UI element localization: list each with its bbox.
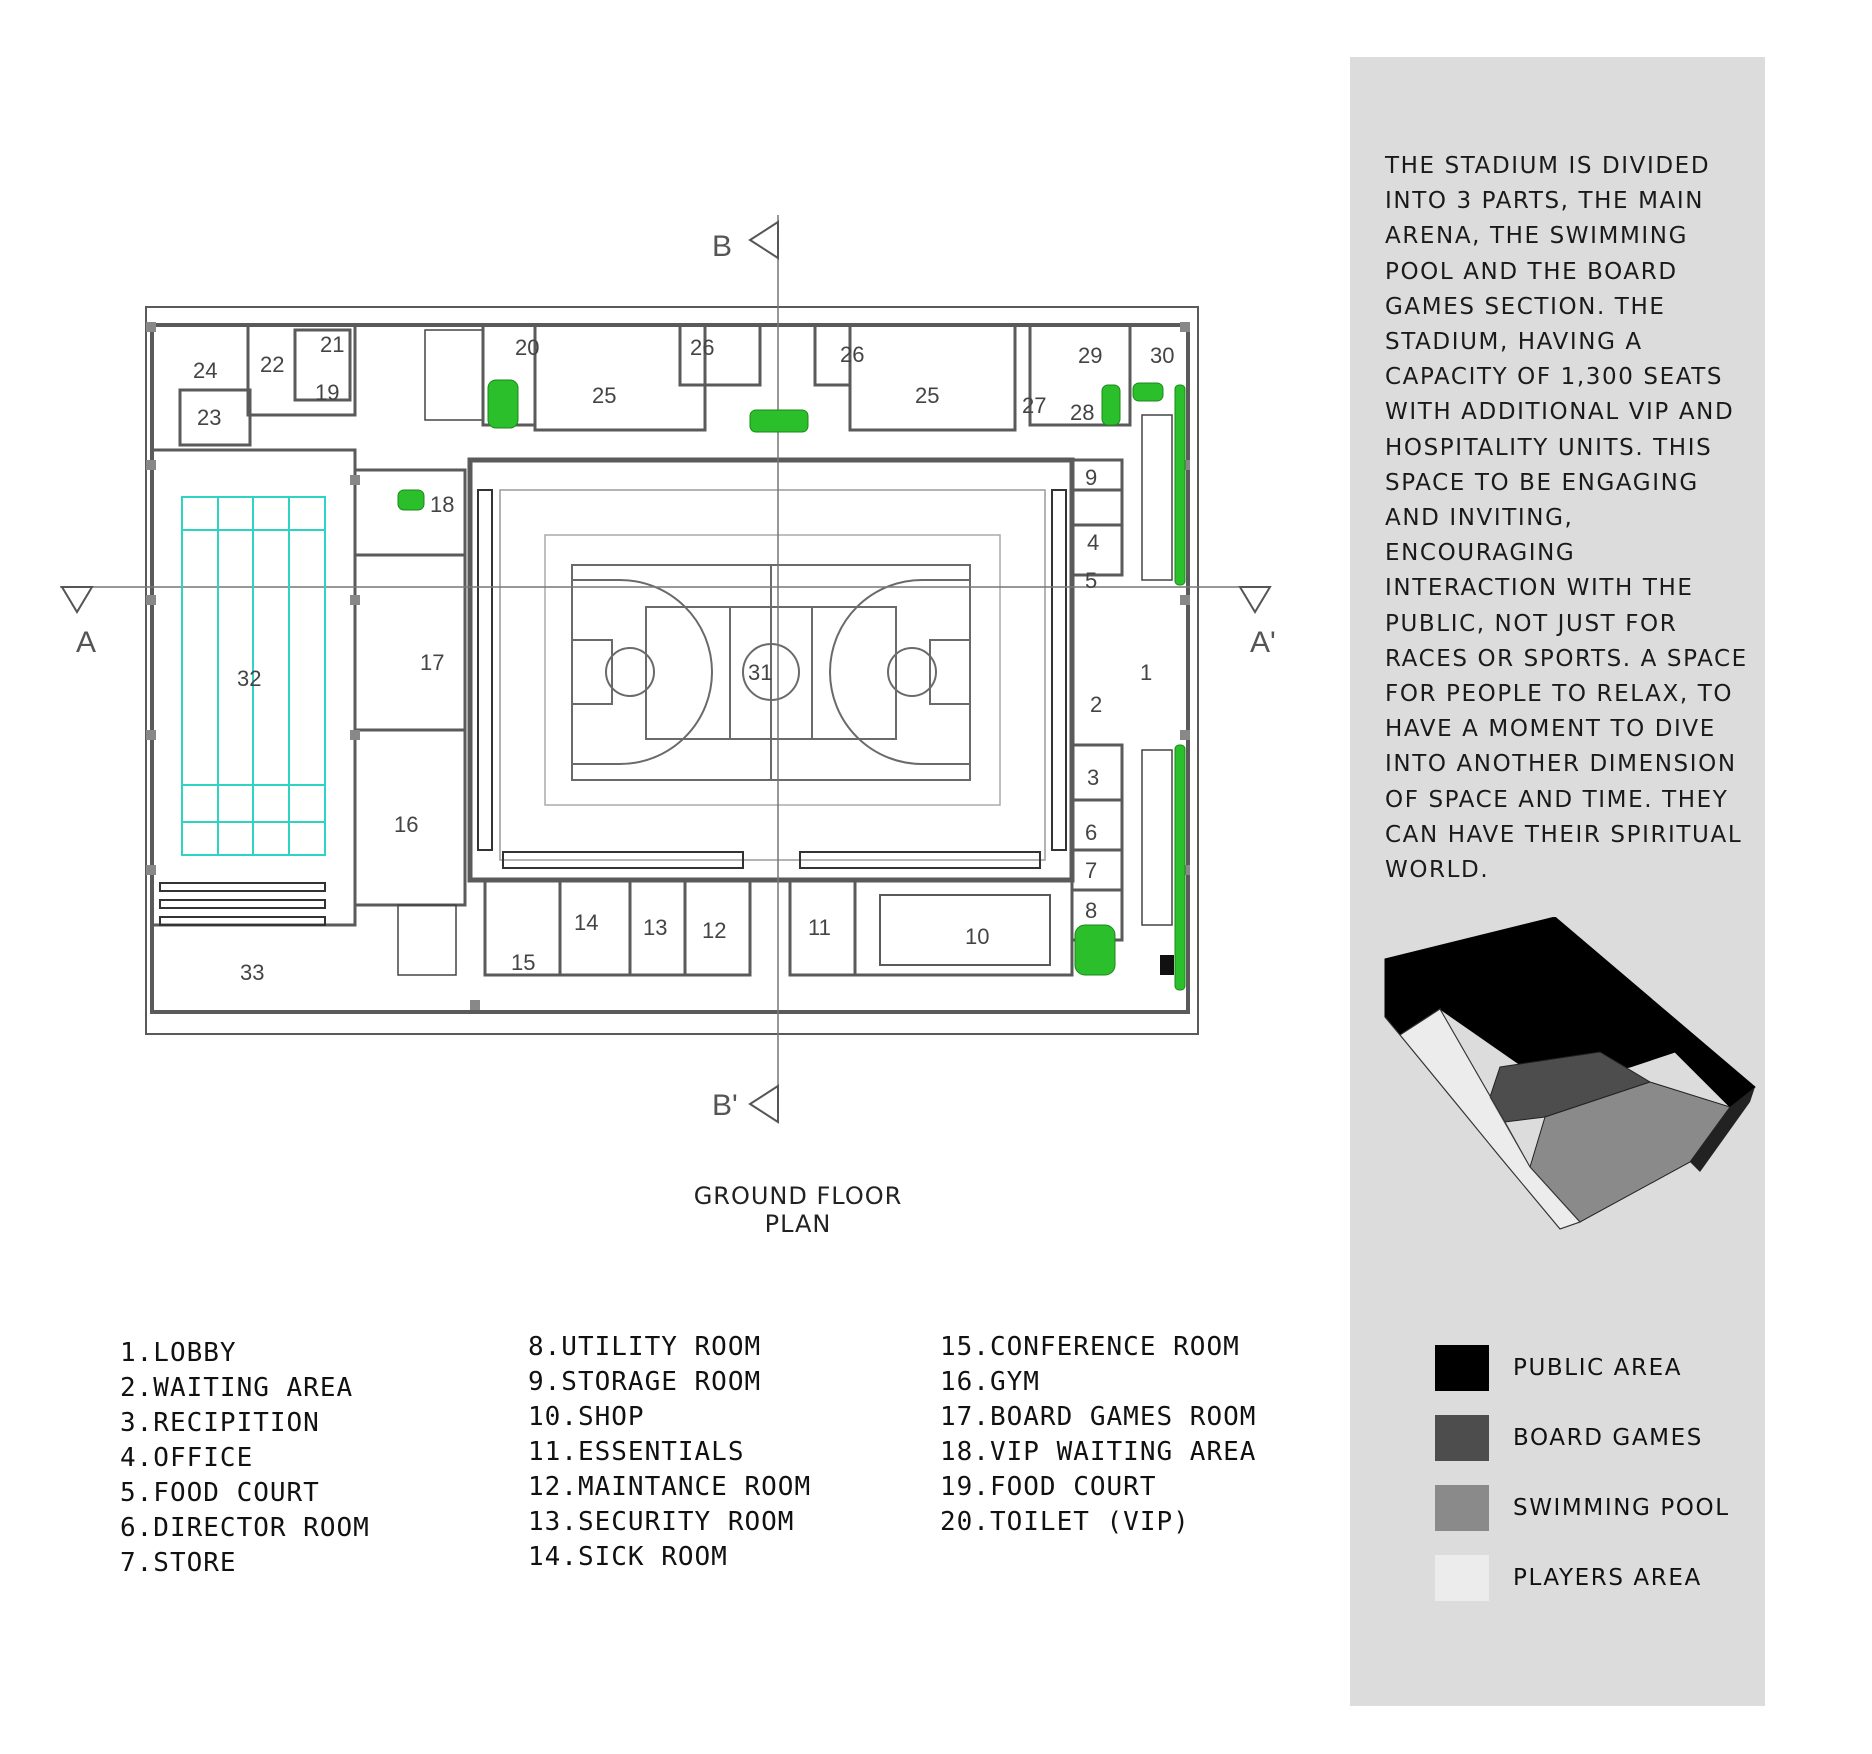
room-13: 13 bbox=[643, 915, 667, 940]
legend-item: 20.TOILET (VIP) bbox=[940, 1507, 1190, 1537]
room-27: 27 bbox=[1022, 393, 1046, 418]
swimming-pool bbox=[181, 496, 326, 856]
legend-item: 8.UTILITY ROOM bbox=[528, 1332, 762, 1362]
room-3: 3 bbox=[1087, 765, 1099, 790]
legend-item: 17.BOARD GAMES ROOM bbox=[940, 1402, 1257, 1432]
room-12: 12 bbox=[702, 918, 726, 943]
room-23: 23 bbox=[197, 405, 221, 430]
section-label-b-prime: B' bbox=[712, 1089, 738, 1122]
swatch-public-area bbox=[1435, 1345, 1489, 1391]
room-25a: 25 bbox=[592, 383, 616, 408]
room-22: 22 bbox=[260, 352, 284, 377]
perimeter-wall bbox=[150, 323, 1190, 1014]
room-14: 14 bbox=[574, 910, 598, 935]
legend-item: 13.SECURITY ROOM bbox=[528, 1507, 795, 1537]
legend-item: 5.FOOD COURT bbox=[120, 1478, 320, 1508]
room-31: 31 bbox=[748, 660, 772, 685]
key-label: PLAYERS AREA bbox=[1513, 1565, 1702, 1591]
room-10: 10 bbox=[965, 924, 989, 949]
project-description: THE STADIUM IS DIVIDED INTO 3 PARTS, THE… bbox=[1385, 153, 1748, 884]
stair-top-left bbox=[424, 329, 484, 421]
room-20: 20 bbox=[515, 335, 539, 360]
legend-item: 3.RECIPITION bbox=[120, 1408, 320, 1438]
building-outline bbox=[145, 306, 1199, 1035]
legend-item: 6.DIRECTOR ROOM bbox=[120, 1513, 370, 1543]
room-2: 2 bbox=[1090, 692, 1102, 717]
legend-item: 14.SICK ROOM bbox=[528, 1542, 728, 1572]
room-11: 11 bbox=[808, 915, 831, 940]
key-label: PUBLIC AREA bbox=[1513, 1355, 1683, 1381]
legend-item: 1.LOBBY bbox=[120, 1338, 237, 1368]
room-legend-column-2: 8.UTILITY ROOM 9.STORAGE ROOM 10.SHOP 11… bbox=[528, 1330, 811, 1575]
legend-item: 16.GYM bbox=[940, 1367, 1040, 1397]
room-legend-column-1: 1.LOBBY 2.WAITING AREA 3.RECIPITION 4.OF… bbox=[120, 1336, 370, 1581]
arena-field-inner bbox=[544, 534, 1001, 806]
section-label-b: B bbox=[712, 230, 732, 263]
room-9: 9 bbox=[1085, 465, 1097, 490]
stair-right-top bbox=[1141, 414, 1173, 581]
room-17: 17 bbox=[420, 650, 444, 675]
plan-caption: GROUND FLOOR PLAN bbox=[693, 1182, 903, 1238]
room-29: 29 bbox=[1078, 343, 1102, 368]
side-panel: THE STADIUM IS DIVIDED INTO 3 PARTS, THE… bbox=[1350, 57, 1765, 1706]
room-15: 15 bbox=[511, 950, 535, 975]
room-32: 32 bbox=[237, 666, 261, 691]
room-legend-column-3: 15.CONFERENCE ROOM 16.GYM 17.BOARD GAMES… bbox=[940, 1330, 1256, 1540]
legend-item: 2.WAITING AREA bbox=[120, 1373, 354, 1403]
legend-item: 10.SHOP bbox=[528, 1402, 645, 1432]
stair-bottom-left bbox=[397, 904, 457, 976]
section-label-a: A bbox=[76, 626, 96, 659]
room-19: 19 bbox=[315, 380, 339, 405]
legend-item: 4.OFFICE bbox=[120, 1443, 254, 1473]
legend-item: 11.ESSENTIALS bbox=[528, 1437, 745, 1467]
key-public-area: PUBLIC AREA bbox=[1435, 1345, 1682, 1391]
legend-item: 7.STORE bbox=[120, 1548, 237, 1578]
room-16: 16 bbox=[394, 812, 418, 837]
key-players-area: PLAYERS AREA bbox=[1435, 1555, 1702, 1601]
swatch-swimming-pool bbox=[1435, 1485, 1489, 1531]
room-28: 28 bbox=[1070, 400, 1094, 425]
room-18: 18 bbox=[430, 492, 454, 517]
room-5: 5 bbox=[1085, 568, 1097, 593]
room-26a: 26 bbox=[690, 335, 714, 360]
key-swimming-pool: SWIMMING POOL bbox=[1435, 1485, 1730, 1531]
legend-item: 12.MAINTANCE ROOM bbox=[528, 1472, 812, 1502]
ground-floor-plan: A A' B B' 1 2 3 4 5 6 7 8 9 10 11 12 13 … bbox=[60, 215, 1276, 1124]
legend-item: 9.STORAGE ROOM bbox=[528, 1367, 762, 1397]
room-24: 24 bbox=[193, 358, 217, 383]
room-6: 6 bbox=[1085, 820, 1097, 845]
massing-diagram bbox=[1384, 917, 1756, 1230]
legend-item: 15.CONFERENCE ROOM bbox=[940, 1332, 1240, 1362]
room-8: 8 bbox=[1085, 898, 1097, 923]
swatch-board-games bbox=[1435, 1415, 1489, 1461]
room-26b: 26 bbox=[840, 342, 864, 367]
room-4: 4 bbox=[1087, 530, 1099, 555]
key-label: SWIMMING POOL bbox=[1513, 1495, 1730, 1521]
legend-item: 18.VIP WAITING AREA bbox=[940, 1437, 1257, 1467]
key-board-games: BOARD GAMES bbox=[1435, 1415, 1703, 1461]
room-30: 30 bbox=[1150, 343, 1174, 368]
room-7: 7 bbox=[1085, 858, 1097, 883]
room-25b: 25 bbox=[915, 383, 939, 408]
arena-field-outer bbox=[499, 489, 1046, 861]
stair-right-bottom bbox=[1141, 749, 1173, 926]
key-label: BOARD GAMES bbox=[1513, 1425, 1703, 1451]
planting bbox=[397, 379, 1186, 991]
legend-item: 19.FOOD COURT bbox=[940, 1472, 1157, 1502]
room-21: 21 bbox=[320, 332, 344, 357]
swatch-players-area bbox=[1435, 1555, 1489, 1601]
room-33: 33 bbox=[240, 960, 264, 985]
room-1: 1 bbox=[1140, 660, 1152, 685]
section-label-a-prime: A' bbox=[1250, 626, 1276, 659]
